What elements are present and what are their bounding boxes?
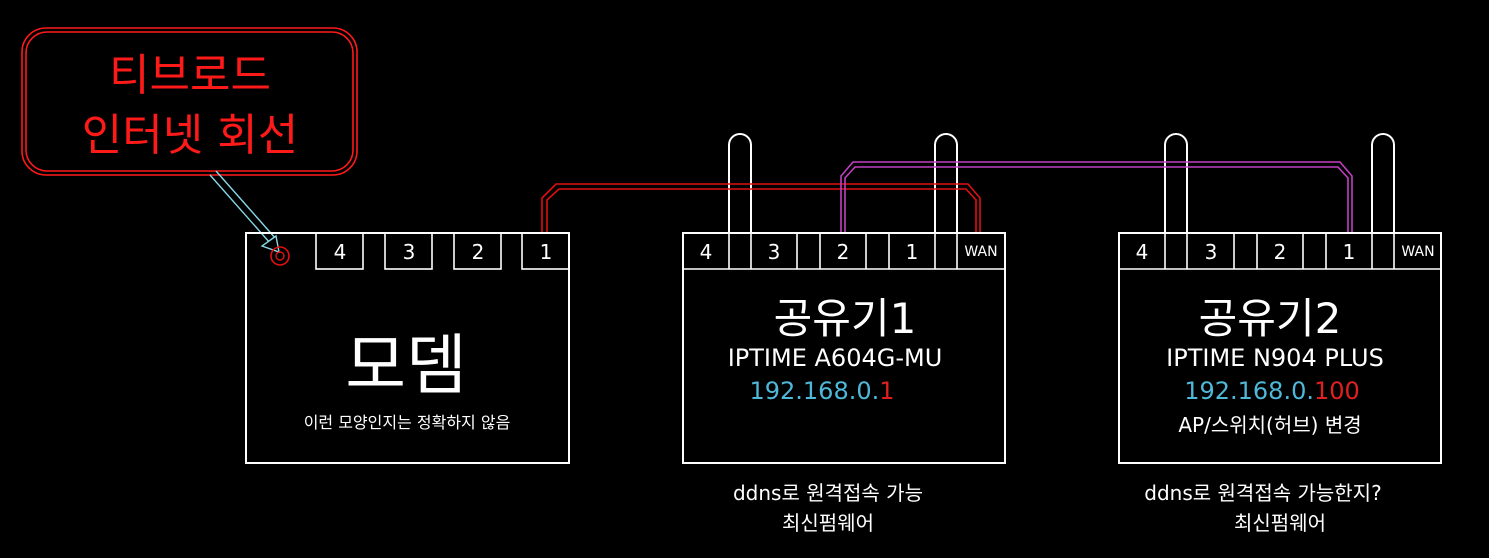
router2-body: [1118, 232, 1442, 464]
router1-port-1-label: 1: [906, 240, 919, 264]
router2-ip-prefix: 192.168.0.: [1184, 377, 1314, 405]
router2-caption2: 최신펌웨어: [1234, 511, 1326, 535]
modem-port-1-label: 1: [540, 240, 553, 264]
router1: 4 3 2 1 WAN 공유기1 IPTIME A604G-MU 192.168…: [682, 232, 1006, 535]
router2-model: IPTIME N904 PLUS: [1166, 344, 1384, 372]
modem-port-3-label: 3: [403, 240, 416, 264]
router1-ip-prefix: 192.168.0.: [749, 377, 879, 405]
router1-caption2: 최신펌웨어: [782, 511, 874, 535]
modem-port-2: [453, 232, 502, 270]
router1-caption1: ddns로 원격접속 가능: [733, 481, 923, 505]
modem-port-1: [521, 232, 570, 270]
router2-antenna-left: [1164, 133, 1188, 233]
router2-title: 공유기2: [1199, 294, 1342, 343]
antennas: [728, 133, 1395, 233]
router1-model: IPTIME A604G-MU: [728, 344, 943, 372]
modem-port-3: [384, 232, 433, 270]
router2-port-3-label: 3: [1205, 240, 1218, 264]
router1-ip: 192.168.0.1: [749, 377, 894, 405]
router1-wan-label: WAN: [964, 244, 997, 260]
cable-modem-to-router1-wan: [541, 183, 981, 234]
modem: 4 3 2 1 모뎀 이런 모양인지는 정확하지 않음: [245, 232, 570, 464]
router2-wan-label: WAN: [1401, 244, 1434, 260]
callout-line1: 티브로드: [109, 50, 271, 101]
router2-ip: 192.168.0.100: [1184, 377, 1360, 405]
router1-ip-suffix: 1: [879, 377, 894, 405]
cable-router1-to-router2: [840, 161, 1353, 234]
modem-note: 이런 모양인지는 정확하지 않음: [304, 413, 511, 432]
modem-port-2-label: 2: [472, 240, 485, 264]
callout-line2: 인터넷 회선: [82, 110, 298, 161]
callout-arrow: [209, 170, 280, 254]
router1-title: 공유기1: [774, 294, 917, 343]
modem-title: 모뎀: [345, 327, 466, 404]
router1-port-2-label: 2: [837, 240, 850, 264]
router2-port-2-label: 2: [1274, 240, 1287, 264]
router2: 4 3 2 1 WAN 공유기2 IPTIME N904 PLUS 192.16…: [1118, 232, 1442, 535]
callout-box: 티브로드 인터넷 회선: [21, 27, 358, 176]
router2-port-4-label: 4: [1136, 240, 1149, 264]
router1-body: [682, 232, 1006, 464]
modem-port-4: [315, 232, 364, 270]
router2-ip-suffix: 100: [1314, 377, 1360, 405]
modem-coax-port: [270, 246, 290, 266]
router2-port-1-label: 1: [1343, 240, 1356, 264]
router1-port-3-label: 3: [768, 240, 781, 264]
modem-port-4-label: 4: [334, 240, 347, 264]
router2-mode: AP/스위치(허브) 변경: [1178, 413, 1361, 437]
router1-port-4-label: 4: [700, 240, 713, 264]
router2-antenna-right: [1371, 133, 1395, 233]
router2-caption1: ddns로 원격접속 가능한지?: [1144, 481, 1381, 505]
